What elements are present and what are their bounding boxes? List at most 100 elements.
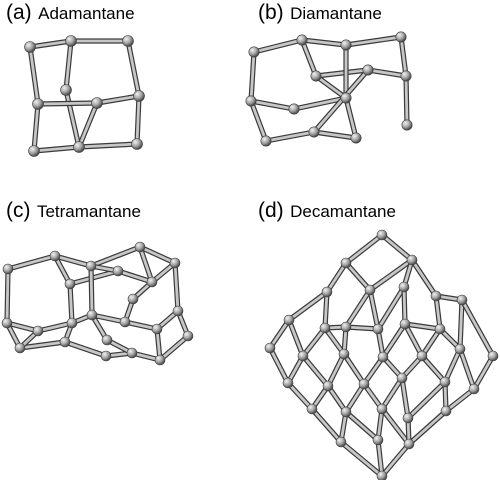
bond-core: [135, 95, 141, 145]
carbon-atom: [398, 281, 410, 293]
carbon-atom: [358, 378, 370, 390]
bond-core: [124, 320, 158, 331]
bond-core: [117, 269, 153, 284]
carbon-atom: [127, 293, 139, 305]
bond-core: [96, 94, 140, 105]
carbon-atom: [376, 403, 388, 415]
carbon-atom: [487, 350, 499, 362]
bond-core: [293, 96, 347, 111]
carbon-atom: [260, 135, 272, 147]
bond-core: [64, 340, 107, 358]
carbon-atom: [372, 323, 384, 335]
bond-core: [37, 101, 98, 106]
carbon-atom: [182, 330, 194, 342]
carbon-atom: [32, 98, 44, 110]
bond-core: [300, 39, 318, 77]
bond-core: [407, 380, 446, 420]
bond-core: [381, 233, 413, 262]
bond-core: [268, 319, 291, 349]
carbon-atom: [322, 380, 334, 392]
carbon-atom: [416, 350, 428, 362]
carbon-atom: [248, 46, 260, 58]
carbon-atom: [122, 35, 134, 47]
bond-core: [326, 353, 346, 387]
panel-letter: (d): [258, 199, 284, 222]
bond-core: [301, 327, 327, 357]
bond-core: [253, 38, 303, 54]
carbon-atom: [297, 350, 309, 362]
bond-core: [29, 39, 72, 49]
bond-core: [19, 340, 66, 350]
carbon-atom: [434, 323, 446, 335]
bond-core: [381, 323, 407, 358]
carbon-atom: [338, 348, 350, 360]
carbon-atom: [340, 257, 352, 269]
bond-core: [33, 145, 80, 153]
tetramantane-molecule: [1, 241, 194, 366]
bond-core: [458, 299, 464, 350]
bond-core: [408, 409, 447, 446]
carbon-atom: [321, 286, 333, 298]
bond-core: [173, 262, 180, 312]
bond-core: [325, 262, 348, 293]
carbon-atom: [340, 321, 352, 333]
carbon-atom: [319, 322, 331, 334]
carbon-atom: [14, 342, 26, 354]
carbon-atom: [169, 257, 181, 269]
carbon-atom: [73, 141, 85, 153]
bond-core: [345, 325, 379, 331]
bond-core: [139, 245, 176, 265]
diamantane-molecule: [245, 31, 413, 147]
carbon-atom: [454, 343, 466, 355]
bond-core: [344, 97, 358, 139]
bond-core: [472, 355, 495, 390]
carbon-atom: [402, 412, 414, 424]
carbon-atom: [296, 34, 308, 46]
bond-core: [380, 443, 411, 477]
carbon-atom: [400, 70, 412, 82]
carbon-atom: [1, 317, 13, 329]
bond-core: [301, 38, 347, 47]
bond-core: [434, 295, 442, 330]
bond-core: [287, 319, 305, 357]
bond-core: [138, 246, 154, 283]
carbon-atom: [335, 436, 347, 448]
carbon-atom: [406, 254, 418, 266]
bond-core: [5, 268, 10, 324]
bond-core: [6, 321, 39, 333]
bond-core: [380, 377, 404, 410]
carbon-atom: [430, 290, 442, 302]
molecule-name: Tetramantane: [36, 202, 141, 221]
bond-core: [402, 286, 407, 325]
bond-core: [368, 289, 380, 330]
carbon-atom: [49, 250, 61, 262]
bond-core: [344, 383, 366, 413]
bond-core: [376, 439, 384, 477]
carbon-atom: [288, 103, 300, 115]
bond-core: [344, 289, 372, 328]
molecule-name: Adamantane: [38, 4, 135, 23]
bond-core: [37, 321, 73, 333]
carbon-atom: [372, 434, 384, 446]
carbon-atom: [439, 376, 451, 388]
carbon-atom: [64, 278, 76, 290]
carbon-atom: [340, 406, 352, 418]
bond-core: [404, 75, 409, 126]
bond-core: [159, 334, 189, 362]
carbon-atom: [151, 323, 163, 335]
carbon-atom: [456, 294, 468, 306]
carbon-atom: [154, 354, 166, 366]
bond-core: [376, 286, 406, 330]
carbon-atom: [310, 70, 322, 82]
bond-core: [32, 103, 40, 152]
panel-letter: (b): [258, 1, 284, 24]
panel-label-diamantane: (b) Diamantane: [258, 2, 382, 23]
carbon-atom: [112, 265, 124, 277]
bond-core: [69, 269, 119, 286]
bond-core: [89, 265, 94, 316]
bond-core: [91, 313, 126, 324]
carbon-atom: [282, 377, 294, 389]
carbon-atom: [59, 336, 71, 348]
carbon-atom: [401, 119, 413, 131]
